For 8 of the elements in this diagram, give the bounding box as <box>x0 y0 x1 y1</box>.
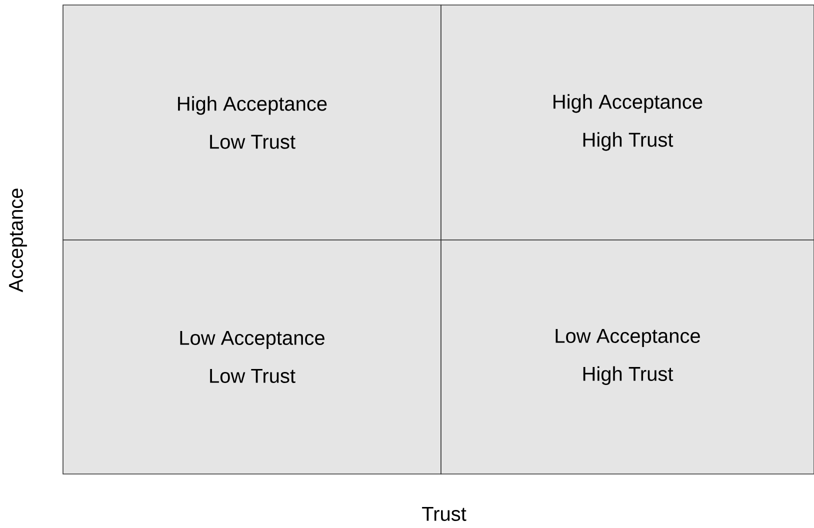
node-label: High Trust <box>583 132 674 151</box>
node-label: High Acceptance <box>554 94 702 113</box>
quadrant-box: High Acceptance High Trust <box>440 4 814 240</box>
quadrant-box: Low Acceptance Low Trust <box>62 240 442 474</box>
quadrant-box: Low Acceptance High Trust <box>440 240 814 474</box>
axis-label: Acceptance <box>9 188 27 292</box>
axis-label: Trust <box>422 507 466 521</box>
quadrant-box: High Acceptance Low Trust <box>62 4 442 240</box>
